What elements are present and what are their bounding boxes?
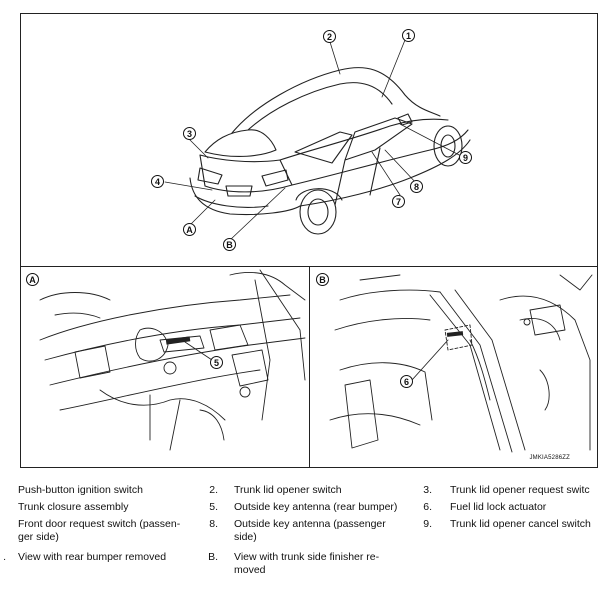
legend-num: 6. bbox=[423, 501, 432, 513]
callout-9: 9 bbox=[459, 151, 472, 164]
callout-6: 6 bbox=[400, 375, 413, 388]
component-markers bbox=[165, 331, 464, 345]
callout-3: 3 bbox=[183, 127, 196, 140]
leader-lines-main bbox=[164, 39, 464, 241]
callout-1: 1 bbox=[402, 29, 415, 42]
callout-2: 2 bbox=[323, 30, 336, 43]
panel-a-label: A bbox=[26, 273, 39, 286]
panel-b-label: B bbox=[316, 273, 329, 286]
legend-num: 8. bbox=[209, 518, 218, 530]
legend-text: Outside key antenna (passenger side) bbox=[234, 518, 386, 543]
legend-text: View with trunk side finisher re- moved bbox=[234, 551, 380, 576]
legend-text: Push-button ignition switch bbox=[18, 484, 143, 496]
legend-num: 5. bbox=[209, 501, 218, 513]
legend-num: . bbox=[3, 551, 6, 563]
legend-text: Trunk lid opener cancel switch bbox=[450, 518, 591, 530]
legend-text: Trunk lid opener request switc bbox=[450, 484, 590, 496]
legend-text: Trunk closure assembly bbox=[18, 501, 129, 513]
legend-num: 3. bbox=[423, 484, 432, 496]
car-body-outline bbox=[189, 67, 471, 235]
callout-b: B bbox=[223, 238, 236, 251]
legend-text: Fuel lid lock actuator bbox=[450, 501, 547, 513]
callout-4: 4 bbox=[151, 175, 164, 188]
callout-a: A bbox=[183, 223, 196, 236]
legend-text: Front door request switch (passen- ger s… bbox=[18, 518, 181, 543]
legend-text: Trunk lid opener switch bbox=[234, 484, 342, 496]
legend-num: 9. bbox=[423, 518, 432, 530]
panel-b-artwork bbox=[329, 274, 593, 453]
legend-text: Outside key antenna (rear bumper) bbox=[234, 501, 398, 513]
legend-text: View with rear bumper removed bbox=[18, 551, 167, 563]
callout-7: 7 bbox=[392, 195, 405, 208]
callout-8: 8 bbox=[410, 180, 423, 193]
legend-num: B. bbox=[208, 551, 218, 563]
legend-num: 2. bbox=[209, 484, 218, 496]
figure-code: JMKIA5286ZZ bbox=[529, 455, 570, 461]
callout-5: 5 bbox=[210, 356, 223, 369]
panel-divider-vertical bbox=[309, 266, 310, 468]
panel-a-artwork bbox=[39, 269, 306, 451]
